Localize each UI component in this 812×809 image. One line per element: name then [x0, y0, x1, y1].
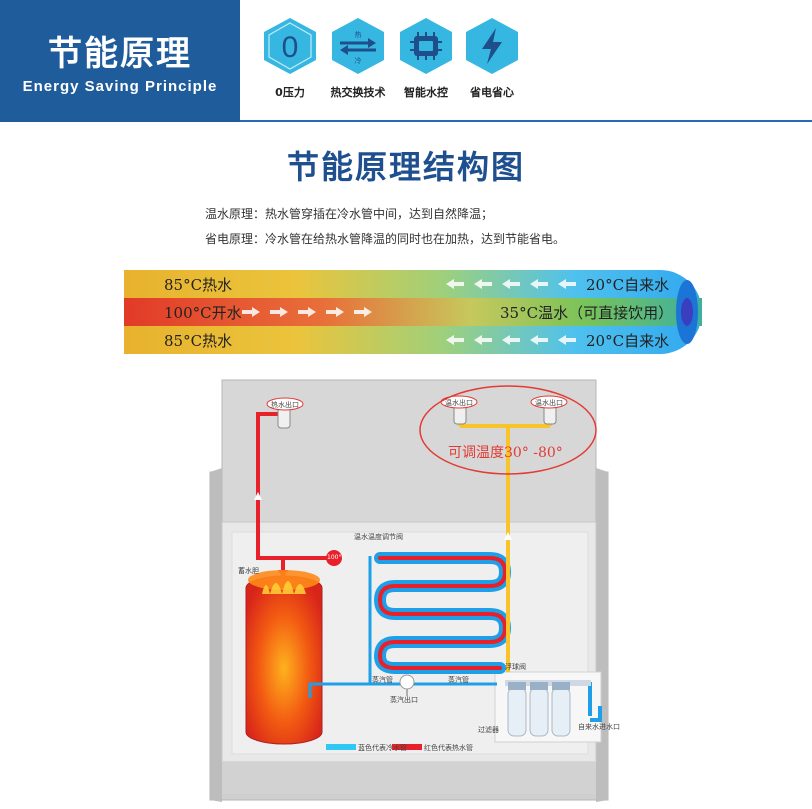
- pipe-label-top-right: 20°C自来水: [586, 276, 670, 294]
- feature-heat-exchange: 热 冷 热交换技术: [326, 16, 390, 106]
- filter-label: 过滤器: [478, 726, 499, 734]
- header-divider: [240, 120, 812, 122]
- pipe-label-mid-left: 100°C开水: [164, 304, 242, 322]
- machine-diagram: 热水出口 温水出口 温水出口 可调温度30° -80° 温水温度调节阀 100°…: [0, 372, 812, 809]
- header-brand-panel: [0, 0, 240, 122]
- cold-glyph: 冷: [355, 56, 362, 65]
- float-valve-label: 浮球阀: [505, 663, 526, 671]
- heat-exchange-icon: 热 冷: [332, 18, 384, 74]
- tap-inlet-label: 自来水进水口: [578, 723, 620, 731]
- steam-pipe-label-1: 蒸汽管: [372, 676, 393, 684]
- boil-temp-badge: 100°C: [327, 554, 346, 561]
- warm-outlet-label-2: 温水出口: [535, 399, 563, 407]
- hot-glyph: 热: [355, 30, 362, 39]
- feature-label: 智能水控: [404, 86, 448, 99]
- adjustable-temp-range: 可调温度30° -80°: [448, 445, 563, 461]
- zero-glyph: 0: [282, 31, 299, 64]
- diagram-title: 节能原理结构图: [286, 148, 525, 186]
- pipe-label-top-left: 85°C热水: [164, 276, 233, 294]
- warm-outlet-label-1: 温水出口: [445, 399, 473, 407]
- temp-valve-label: 温水温度调节阀: [354, 533, 403, 541]
- lightning-icon: [466, 18, 518, 74]
- machine-drawing: [209, 379, 609, 802]
- pipe-label-bottom-right: 20°C自来水: [586, 332, 670, 350]
- flow-arrows: [242, 279, 576, 345]
- heat-exchange-pipe: 85°C热水 20°C自来水 100°C开水 35°C温水（可直接饮用） 85°…: [124, 270, 702, 354]
- header-subtitle: Energy Saving Principle: [22, 78, 218, 95]
- power-saving-principle: 省电原理：冷水管在给热水管降温的同时也在加热，达到节能省电。: [205, 232, 566, 246]
- steam-pipe-label-2: 蒸汽管: [448, 676, 469, 684]
- header-title: 节能原理: [48, 34, 192, 74]
- smart-control-icon: [400, 18, 452, 74]
- header: 节能原理 Energy Saving Principle 0 0压力 热 冷 热…: [0, 0, 812, 122]
- zero-icon: 0: [264, 18, 316, 74]
- pipe-inner-band: [124, 298, 702, 326]
- feature-label: 0压力: [275, 86, 305, 99]
- pipe-label-mid-right: 35°C温水（可直接饮用）: [500, 304, 674, 322]
- feature-label: 热交换技术: [330, 86, 386, 99]
- feature-zero-pressure: 0 0压力: [258, 16, 322, 106]
- pipe-label-bottom-left: 85°C热水: [164, 332, 233, 350]
- feature-power-saving: 省电省心: [460, 16, 524, 106]
- steam-outlet-label: 蒸汽出口: [390, 696, 418, 704]
- tank-label: 蓄水胆: [238, 567, 259, 575]
- hot-outlet-label: 热水出口: [271, 401, 299, 409]
- pipe-end-core: [681, 298, 693, 326]
- feature-smart-control: 智能水控: [394, 16, 458, 106]
- legend-hot: 红色代表热水管: [424, 744, 473, 752]
- feature-label: 省电省心: [470, 86, 514, 99]
- legend-cold: 蓝色代表冷水管: [358, 744, 407, 752]
- warm-water-principle: 温水原理：热水管穿插在冷水管中间，达到自然降温；: [205, 207, 494, 221]
